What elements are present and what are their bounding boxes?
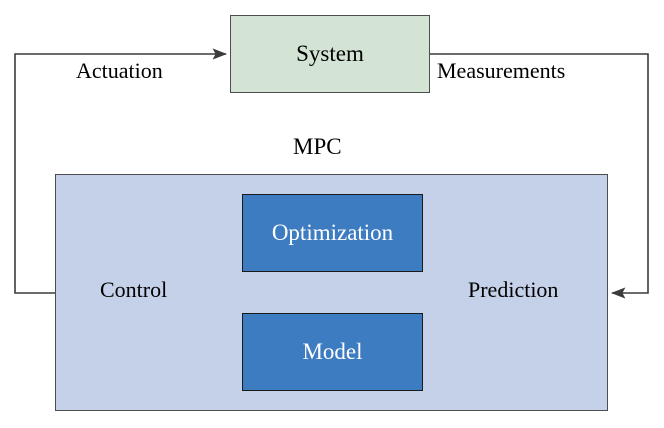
model-block[interactable]: Model — [242, 313, 423, 391]
actuation-edge-label: Actuation — [76, 58, 163, 83]
prediction-edge-label: Prediction — [468, 277, 559, 302]
optimization-block[interactable]: Optimization — [242, 194, 423, 272]
control-edge-label: Control — [100, 277, 168, 302]
optimization-block-label: Optimization — [271, 219, 394, 245]
actuation-connector — [14, 48, 227, 294]
system-block[interactable]: System — [230, 15, 430, 93]
measurements-edge-label: Measurements — [437, 58, 566, 83]
model-block-label: Model — [302, 338, 363, 364]
mpc-container-label: MPC — [293, 134, 342, 159]
measurements-connector — [430, 53, 649, 299]
system-block-label: System — [296, 40, 364, 66]
